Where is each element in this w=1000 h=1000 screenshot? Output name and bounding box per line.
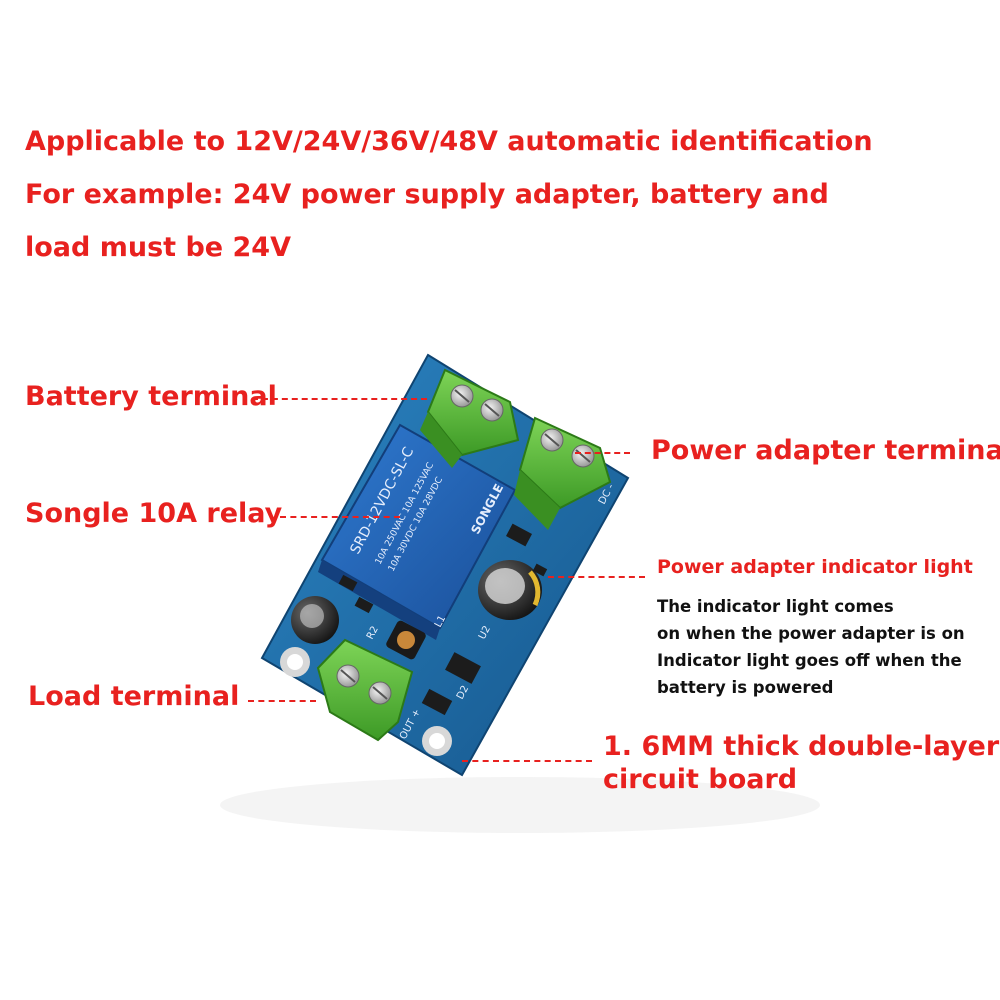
headline-line-1: Applicable to 12V/24V/36V/48V automatic … [25, 126, 873, 157]
inductor [386, 620, 426, 660]
electrolytic-capacitor [478, 560, 542, 620]
board-shadow [220, 777, 820, 833]
battery-terminal-block [420, 368, 520, 468]
relay-label: Songle 10A relay [25, 498, 283, 529]
circuit-board-leader [462, 760, 592, 762]
indicator-note-line-2: on when the power adapter is on [657, 624, 965, 643]
indicator-note-line-3: Indicator light goes off when the [657, 651, 962, 670]
diode [421, 688, 453, 716]
smd-component [506, 523, 532, 547]
power-adapter-terminal-leader [575, 452, 630, 454]
power-adapter-terminal-label: Power adapter terminal [651, 435, 1000, 466]
indicator-light-leader [548, 576, 645, 578]
indicator-led [532, 563, 548, 577]
relay-leader [280, 516, 400, 518]
indicator-light-note: The indicator light comes on when the po… [657, 593, 987, 701]
battery-terminal-leader [252, 398, 427, 400]
load-terminal-leader [248, 700, 316, 702]
mounting-hole [280, 647, 310, 677]
ref-l1: L1 [433, 614, 448, 630]
smd-component [354, 596, 374, 614]
relay: SONGLE SRD-12VDC-SL-C 10A 250VAC 10A 125… [318, 423, 517, 640]
indicator-light-title: Power adapter indicator light [657, 556, 973, 578]
battery-terminal-label: Battery terminal [25, 381, 277, 412]
indicator-note-line-4: battery is powered [657, 678, 834, 697]
ic-chip [445, 652, 481, 684]
load-terminal-block: OUT + [316, 638, 423, 741]
load-terminal-label: Load terminal [28, 681, 240, 712]
small-capacitor [291, 596, 339, 644]
headline-line-3: load must be 24V [25, 232, 291, 263]
circuit-board-label-line-1: 1. 6MM thick double-layer [603, 731, 1000, 762]
mounting-hole [422, 726, 452, 756]
indicator-note-line-1: The indicator light comes [657, 597, 894, 616]
headline-line-2: For example: 24V power supply adapter, b… [25, 179, 829, 210]
smd-component [338, 574, 358, 592]
circuit-board-label-line-2: circuit board [603, 764, 798, 795]
